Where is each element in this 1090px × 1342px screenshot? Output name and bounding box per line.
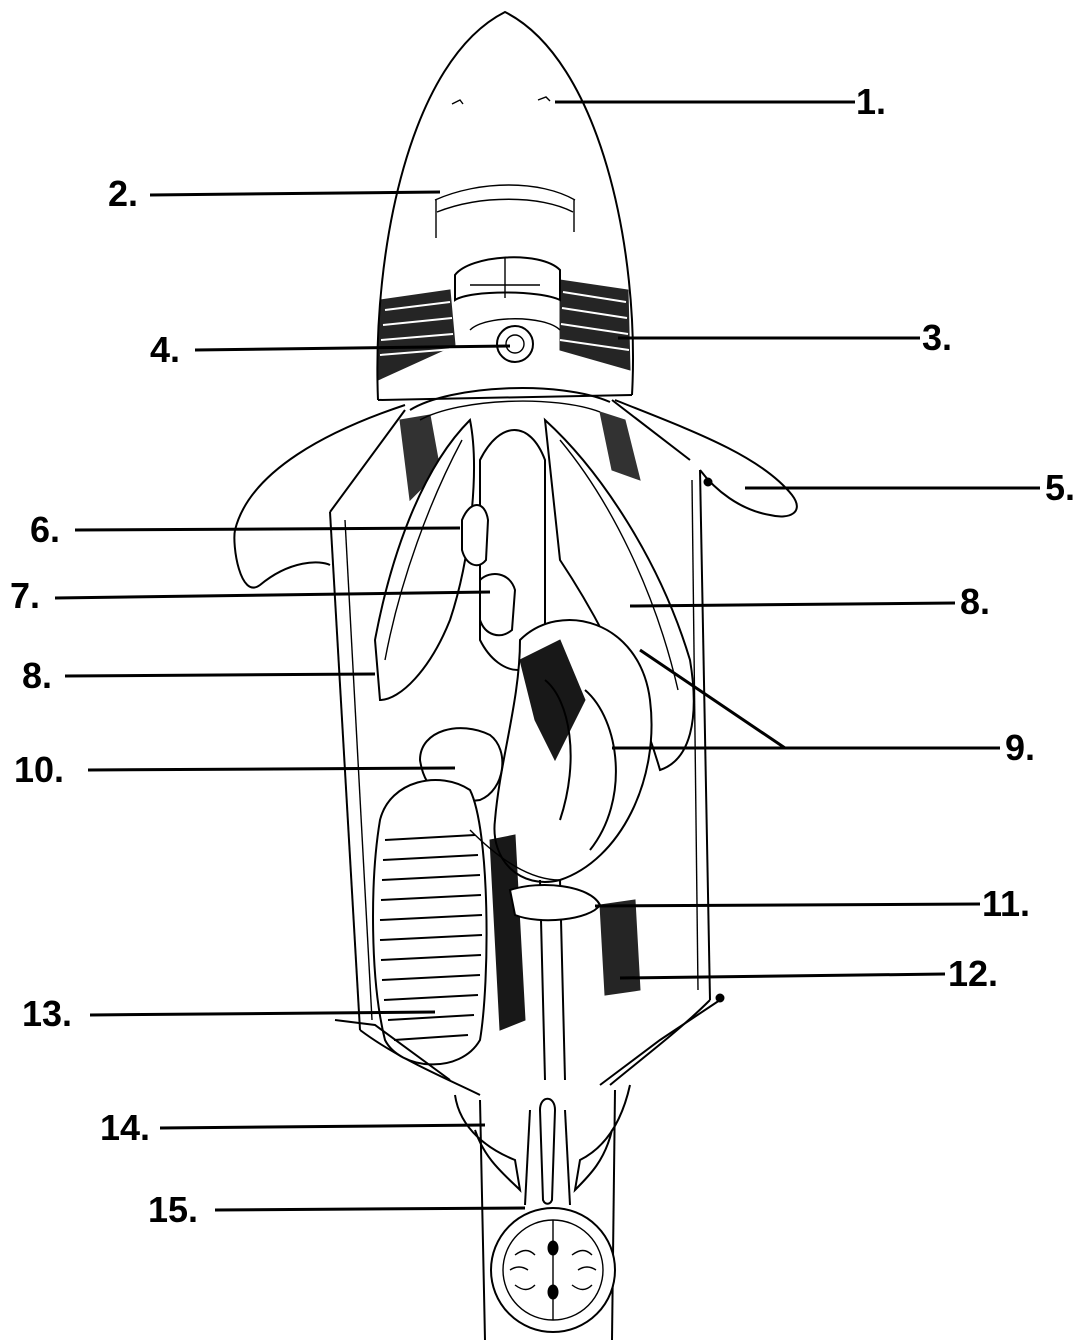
label-9: 9.	[1005, 727, 1035, 768]
label-7: 7.	[10, 575, 40, 616]
leader-line-4	[195, 346, 510, 350]
label-14: 14.	[100, 1107, 150, 1148]
leader-line-8b	[630, 603, 955, 606]
leader-line-8a	[65, 674, 375, 676]
label-10: 10.	[14, 749, 64, 790]
spiral-valve-intestine	[373, 780, 487, 1064]
shark-body-outline	[234, 12, 796, 1340]
label-1: 1.	[856, 81, 886, 122]
leader-line-11	[595, 904, 980, 906]
label-13: 13.	[22, 993, 72, 1034]
label-11: 11.	[982, 883, 1030, 924]
label-15: 15.	[148, 1189, 198, 1230]
internal-organs	[335, 388, 724, 1085]
label-3: 3.	[922, 317, 952, 358]
label-5: 5.	[1045, 467, 1075, 508]
label-2: 2.	[108, 173, 138, 214]
label-8-left: 8.	[22, 655, 52, 696]
leader-line-6	[75, 528, 460, 530]
label-6: 6.	[30, 509, 60, 550]
tail-cross-section	[491, 1208, 615, 1332]
label-12: 12.	[948, 953, 998, 994]
leader-line-14	[160, 1125, 485, 1128]
leader-line-12	[620, 974, 945, 978]
label-8-right: 8.	[960, 581, 990, 622]
leader-line-10	[88, 768, 455, 770]
leader-line-15	[215, 1208, 525, 1210]
label-4: 4.	[150, 329, 180, 370]
